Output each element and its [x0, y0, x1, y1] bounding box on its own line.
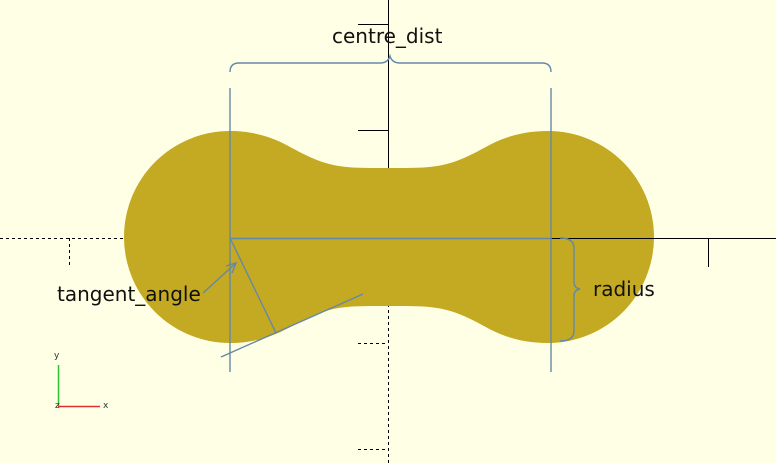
leader-arrowhead — [225, 261, 238, 274]
tangent-angle-leader — [202, 262, 237, 294]
centre-dist-label: centre_dist — [332, 24, 443, 48]
dogbone-shape[interactable] — [124, 131, 654, 343]
dimension-lines — [202, 53, 581, 372]
tangent-line — [220, 293, 364, 358]
tangent-angle-label: tangent_angle — [57, 282, 201, 306]
gizmo-y-label: y — [54, 351, 60, 361]
radius-bracket — [559, 237, 581, 342]
gizmo-z-label: z — [55, 401, 60, 411]
gizmo-x-label: x — [103, 401, 109, 411]
radius-line — [229, 237, 277, 334]
centre-dist-bracket — [229, 53, 552, 73]
orientation-gizmo — [57, 365, 100, 408]
radius-label: radius — [593, 277, 655, 301]
